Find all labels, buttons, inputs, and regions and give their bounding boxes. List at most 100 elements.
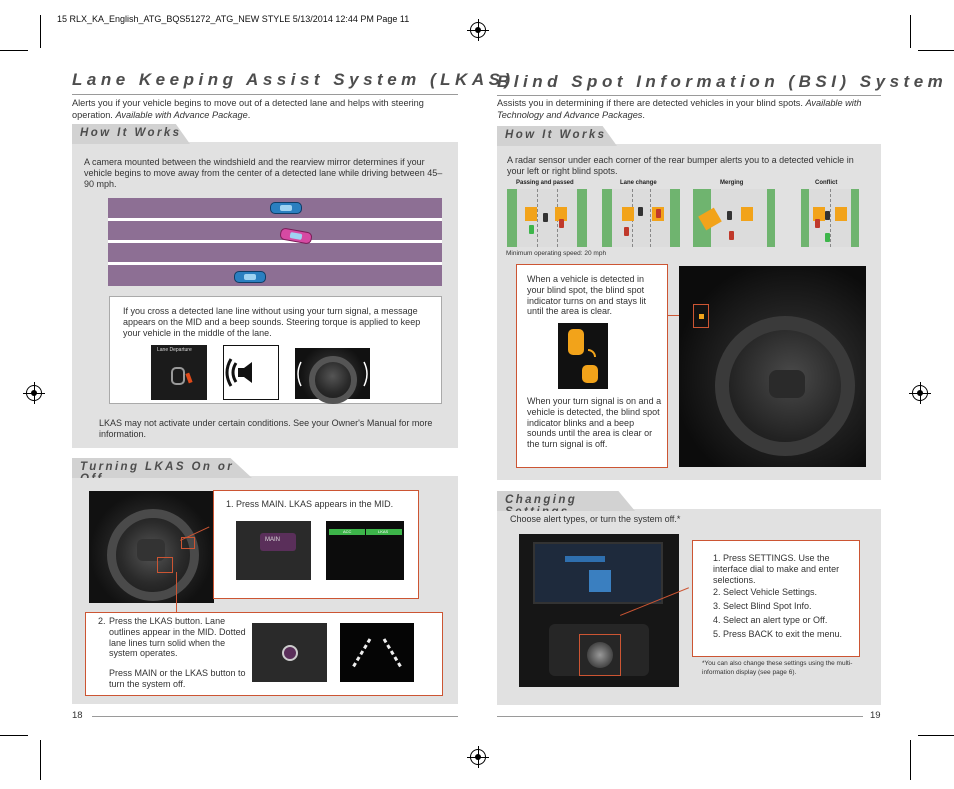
registration-mark-icon: [23, 382, 45, 404]
crop-mark: [918, 735, 954, 736]
steering-torque-image: [295, 348, 370, 404]
screen-menu-bar: [565, 556, 605, 562]
mid-lane-departure-label: Lane Departure: [157, 347, 192, 353]
steering-wheel-icon: [107, 509, 199, 601]
lkas-title: Lane Keeping Assist System (LKAS): [72, 70, 515, 89]
steering-wheel-photo: [89, 491, 214, 603]
crop-mark: [0, 735, 28, 736]
registration-mark-icon: [467, 19, 489, 41]
callout-line: [176, 572, 177, 612]
main-button-callout: [181, 537, 195, 549]
step2-number: 2.: [98, 616, 106, 626]
lkas-intro: Alerts you if your vehicle begins to mov…: [72, 98, 424, 120]
lkas-toggle-tab: Turning LKAS On or Off: [72, 458, 252, 478]
indicator-light-icon: [699, 314, 704, 319]
lane-diagram: [108, 198, 442, 286]
step2-text: Press the LKAS button. Lane outlines app…: [109, 616, 246, 659]
car-icon: [582, 365, 598, 383]
bsi-how-tab: How It Works: [497, 126, 617, 146]
main-button-photo: MAIN: [236, 521, 311, 580]
crop-mark: [40, 15, 41, 48]
mid-lkas-screen: ACC LKAS: [326, 521, 404, 580]
settings-step: 5. Press BACK to exit the menu.: [713, 629, 843, 639]
blind-spot-indicator-icon: [558, 323, 608, 389]
bsi-settings-heading: Changing Settings: [505, 494, 578, 511]
scene-passing: [507, 189, 587, 247]
lkas-label: LKAS: [378, 529, 389, 534]
lkas-intro-text: Alerts you if your vehicle begins to mov…: [72, 98, 424, 120]
car-icon: [270, 202, 302, 214]
registration-mark-icon: [909, 382, 931, 404]
settings-step: 2. Select Vehicle Settings.: [713, 587, 818, 597]
acc-indicator: ACC: [329, 529, 365, 535]
scene-label: Conflict: [815, 180, 838, 186]
main-button-icon[interactable]: MAIN: [260, 533, 296, 551]
scene-conflict: [801, 189, 859, 247]
crop-mark: [910, 740, 911, 780]
radar-wave-icon: [588, 349, 596, 357]
torque-arrows-icon: [297, 361, 368, 387]
bsi-intro-package: Available with Technology and Advance Pa…: [497, 98, 862, 120]
lkas-button-callout: [157, 557, 173, 573]
navigation-screen: [533, 542, 663, 604]
title-rule: [72, 94, 458, 95]
bsi-detected-text: When a vehicle is detected in your blind…: [527, 274, 647, 317]
scene-label: Lane change: [620, 180, 657, 186]
scene-label: Passing and passed: [516, 180, 574, 186]
lkas-how-tab: How It Works: [72, 124, 190, 144]
bsi-intro-text: Assists you in determining if there are …: [497, 98, 803, 108]
acc-label: ACC: [343, 529, 352, 534]
car-icon: [234, 271, 266, 283]
lane-departure-text: If you cross a detected lane line withou…: [123, 306, 421, 338]
car-outline-icon: [171, 367, 185, 385]
settings-steps-callout: 1. Press SETTINGS. Use the interface dia…: [692, 540, 860, 657]
step2-callout: 2. Press the LKAS button. Lane outlines …: [85, 612, 443, 696]
scene-lane-change: [602, 189, 680, 247]
lane-outline-icon: [350, 638, 404, 670]
footer-rule: [92, 716, 458, 717]
mirror-indicator-callout: [693, 304, 709, 328]
lkas-toggle-heading: Turning LKAS On or Off: [80, 461, 235, 478]
step2b-text: Press MAIN or the LKAS button to turn th…: [109, 668, 246, 689]
scene-label: Merging: [720, 180, 744, 186]
beep-sound-image: [223, 345, 279, 400]
title-rule: [497, 95, 881, 96]
car-icon: [568, 329, 584, 355]
bsi-indicator-callout: When a vehicle is detected in your blind…: [516, 264, 668, 468]
lkas-intro-package: Available with Advance Package: [115, 109, 248, 120]
settings-step: 3. Select Blind Spot Info.: [713, 601, 812, 611]
center-console-photo: [519, 534, 679, 687]
interface-dial-icon[interactable]: [587, 642, 613, 668]
mid-lane-departure-image: Lane Departure: [151, 345, 207, 400]
acura-emblem-icon: [769, 370, 805, 398]
registration-mark-icon: [467, 746, 489, 768]
crop-mark: [40, 740, 41, 780]
bsi-intro: Assists you in determining if there are …: [497, 98, 862, 120]
lane-line: [108, 218, 442, 221]
screen-selection: [589, 570, 611, 592]
lkas-button-icon[interactable]: [282, 645, 298, 661]
bsi-how-text: A radar sensor under each corner of the …: [507, 155, 854, 176]
scene-merging: [693, 189, 775, 247]
main-button-label: MAIN: [265, 537, 280, 543]
mid-lane-outline-screen: [340, 623, 414, 682]
min-speed: Minimum operating speed: 20 mph: [506, 250, 607, 257]
speaker-icon: [225, 358, 252, 387]
lane-line: [108, 262, 442, 265]
step1-callout: 1. Press MAIN. LKAS appears in the MID. …: [213, 490, 419, 599]
step1-text: 1. Press MAIN. LKAS appears in the MID.: [226, 499, 394, 509]
page-number-right: 19: [870, 710, 881, 721]
bsi-how-heading: How It Works: [505, 129, 607, 141]
crop-mark: [0, 50, 28, 51]
lkas-how-heading: How It Works: [80, 127, 182, 139]
printer-slug: 15 RLX_KA_English_ATG_BQS51272_ATG_NEW S…: [57, 14, 410, 24]
crop-mark: [918, 50, 954, 51]
footer-rule: [497, 716, 863, 717]
crop-mark: [910, 15, 911, 48]
lkas-note: LKAS may not activate under certain cond…: [99, 418, 433, 439]
acura-emblem-icon: [137, 539, 165, 561]
lkas-button-photo: [252, 623, 327, 682]
bsi-settings-tab: Changing Settings: [497, 491, 635, 511]
bsi-settings-text: Choose alert types, or turn the system o…: [510, 514, 681, 524]
bsi-signal-text: When your turn signal is on and a vehicl…: [527, 396, 662, 450]
